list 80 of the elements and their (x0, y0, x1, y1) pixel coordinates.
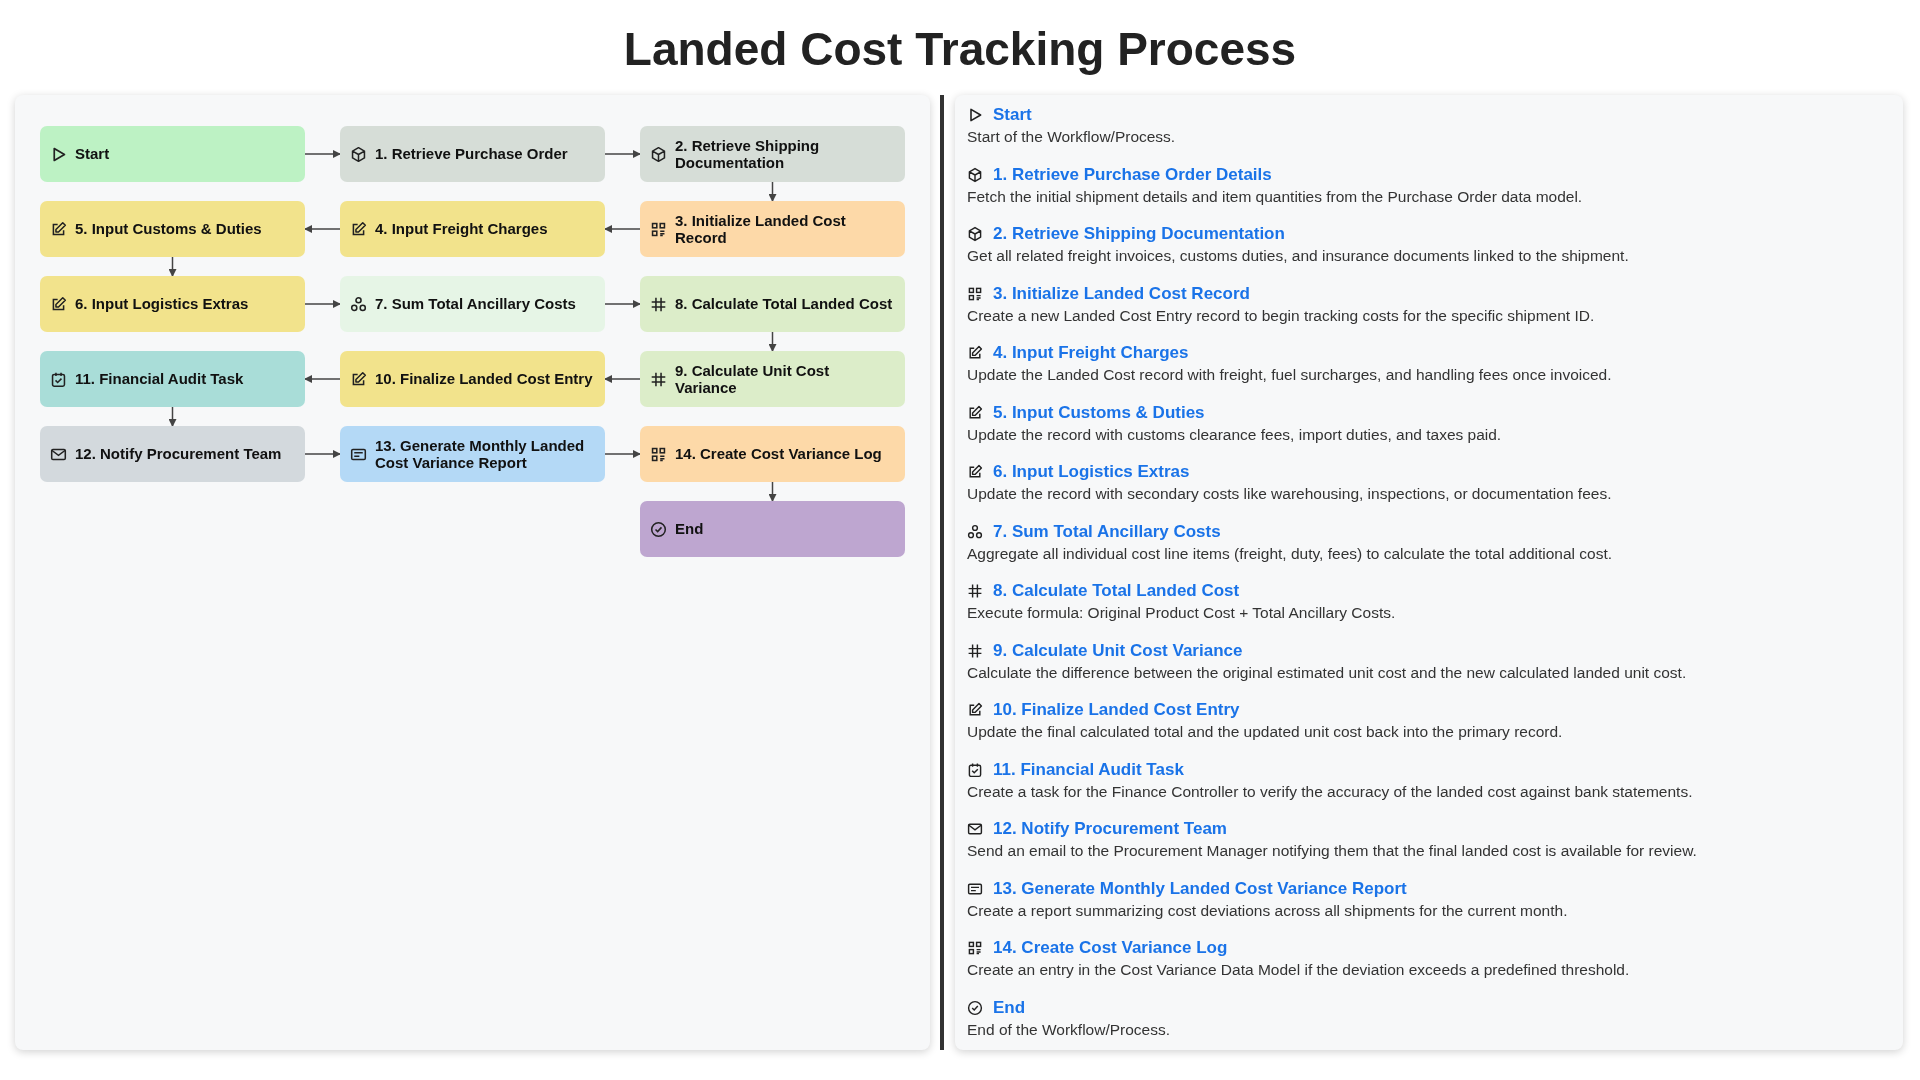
arrow (604, 450, 641, 458)
step-label: 9. Calculate Unit Cost Variance (675, 361, 831, 397)
step-label: 11. Financial Audit Task (75, 370, 244, 388)
arrow (604, 300, 641, 308)
step-heading: Start (993, 105, 1032, 125)
step-heading: 6. Input Logistics Extras (993, 462, 1190, 482)
step-heading: 5. Input Customs & Duties (993, 402, 1205, 423)
step-heading: 10. Finalize Landed Cost Entry (993, 700, 1240, 720)
step-heading: 12. Notify Procurement Team (993, 819, 1227, 839)
step-heading: 14. Create Cost Variance Log (993, 938, 1228, 958)
step-heading: 9. Calculate Unit Cost Variance (993, 640, 1243, 661)
terminal-box (40, 126, 305, 182)
step-label: 2. Retrieve Shipping Documentation (675, 136, 821, 172)
step-description: Fetch the initial shipment details and item quantities from the Purchase Order data model. (967, 187, 1583, 206)
arrow (604, 150, 641, 158)
step-heading: 2. Retrieve Shipping Documentation (993, 224, 1285, 244)
step-label: 12. Notify Procurement Team (75, 445, 282, 463)
process-box (40, 201, 305, 257)
step-description: Execute formula: Original Product Cost + Total Ancillary Costs. (967, 604, 1396, 622)
step-description: Update the record with secondary costs like warehousing, inspections, or documentation fees. (967, 485, 1612, 503)
step-description: End of the Workflow/Process. (967, 1020, 1171, 1039)
step-heading: 4. Input Freight Charges (993, 343, 1189, 363)
step-description: Update the final calculated total and the updated unit cost back into the primary record. (967, 723, 1563, 741)
process-box (640, 126, 905, 182)
step-label: 1. Retrieve Purchase Order (375, 145, 568, 163)
arrow (768, 481, 777, 502)
process-box (340, 426, 605, 482)
step-label: 5. Input Customs & Duties (75, 220, 262, 238)
step-description: Update the record with customs clearance fees, import duties, and taxes paid. (967, 425, 1502, 444)
arrow (168, 256, 177, 277)
process-box (640, 276, 905, 332)
arrow (304, 300, 341, 308)
process-box (640, 351, 905, 407)
step-heading: 11. Financial Audit Task (993, 759, 1184, 780)
step-label: 8. Calculate Total Landed Cost (675, 295, 893, 313)
arrow (168, 406, 177, 427)
arrow (604, 375, 641, 383)
process-box (40, 276, 305, 332)
process-box (640, 201, 905, 257)
page-title: Landed Cost Tracking Process (623, 23, 1297, 75)
arrow (304, 225, 341, 233)
step-label: 7. Sum Total Ancillary Costs (375, 295, 576, 313)
process-box (40, 426, 305, 482)
arrow (304, 375, 341, 383)
step-description: Send an email to the Procurement Manager notifying them that the final landed cost is available for review. (967, 842, 1697, 860)
arrow (768, 181, 777, 202)
step-description: Calculate the difference between the original estimated unit cost and the new calculated landed unit cost. (967, 663, 1687, 682)
step-label: 14. Create Cost Variance Log (675, 445, 882, 463)
process-box (340, 276, 605, 332)
step-description: Create a new Landed Cost Entry record to begin tracking costs for the specific shipment ID. (967, 306, 1595, 325)
arrow (304, 450, 341, 458)
step-description: Create a report summarizing cost deviations across all shipments for the current month. (967, 901, 1568, 920)
step-label: 6. Input Logistics Extras (75, 295, 249, 313)
process-box (340, 351, 605, 407)
step-heading: 7. Sum Total Ancillary Costs (993, 521, 1221, 542)
step-description: Update the Landed Cost record with freight, fuel surcharges, and handling fees once invoiced. (967, 366, 1612, 384)
step-description: Start of the Workflow/Process. (967, 128, 1176, 146)
step-heading: 13. Generate Monthly Landed Cost Variance Report (993, 878, 1407, 899)
process-box (340, 201, 605, 257)
step-heading: End (993, 997, 1026, 1018)
step-description: Get all related freight invoices, customs duties, and insurance documents linked to the shipment. (967, 247, 1629, 265)
step-label: 4. Input Freight Charges (375, 220, 548, 238)
step-heading: 3. Initialize Landed Cost Record (993, 283, 1250, 304)
step-heading: 1. Retrieve Purchase Order Details (993, 164, 1272, 185)
step-heading: 8. Calculate Total Landed Cost (993, 581, 1240, 601)
step-label: Start (75, 145, 110, 163)
arrow (304, 150, 341, 158)
step-label: 13. Generate Monthly Landed Cost Variance Report (375, 436, 586, 472)
process-box (340, 126, 605, 182)
terminal-box (640, 501, 905, 557)
process-box (640, 426, 905, 482)
process-box (40, 351, 305, 407)
step-label: 10. Finalize Landed Cost Entry (375, 370, 593, 388)
step-description: Create a task for the Finance Controller to verify the accuracy of the landed cost against bank statements. (967, 782, 1693, 801)
step-label: 3. Initialize Landed Cost Record (675, 211, 847, 247)
step-description: Create an entry in the Cost Variance Data Model if the deviation exceeds a predefined threshold. (967, 961, 1630, 979)
arrow (604, 225, 641, 233)
step-label: End (675, 520, 704, 538)
step-description: Aggregate all individual cost line items (freight, duty, fees) to calculate the total additional cost. (967, 544, 1613, 563)
arrow (768, 331, 777, 352)
